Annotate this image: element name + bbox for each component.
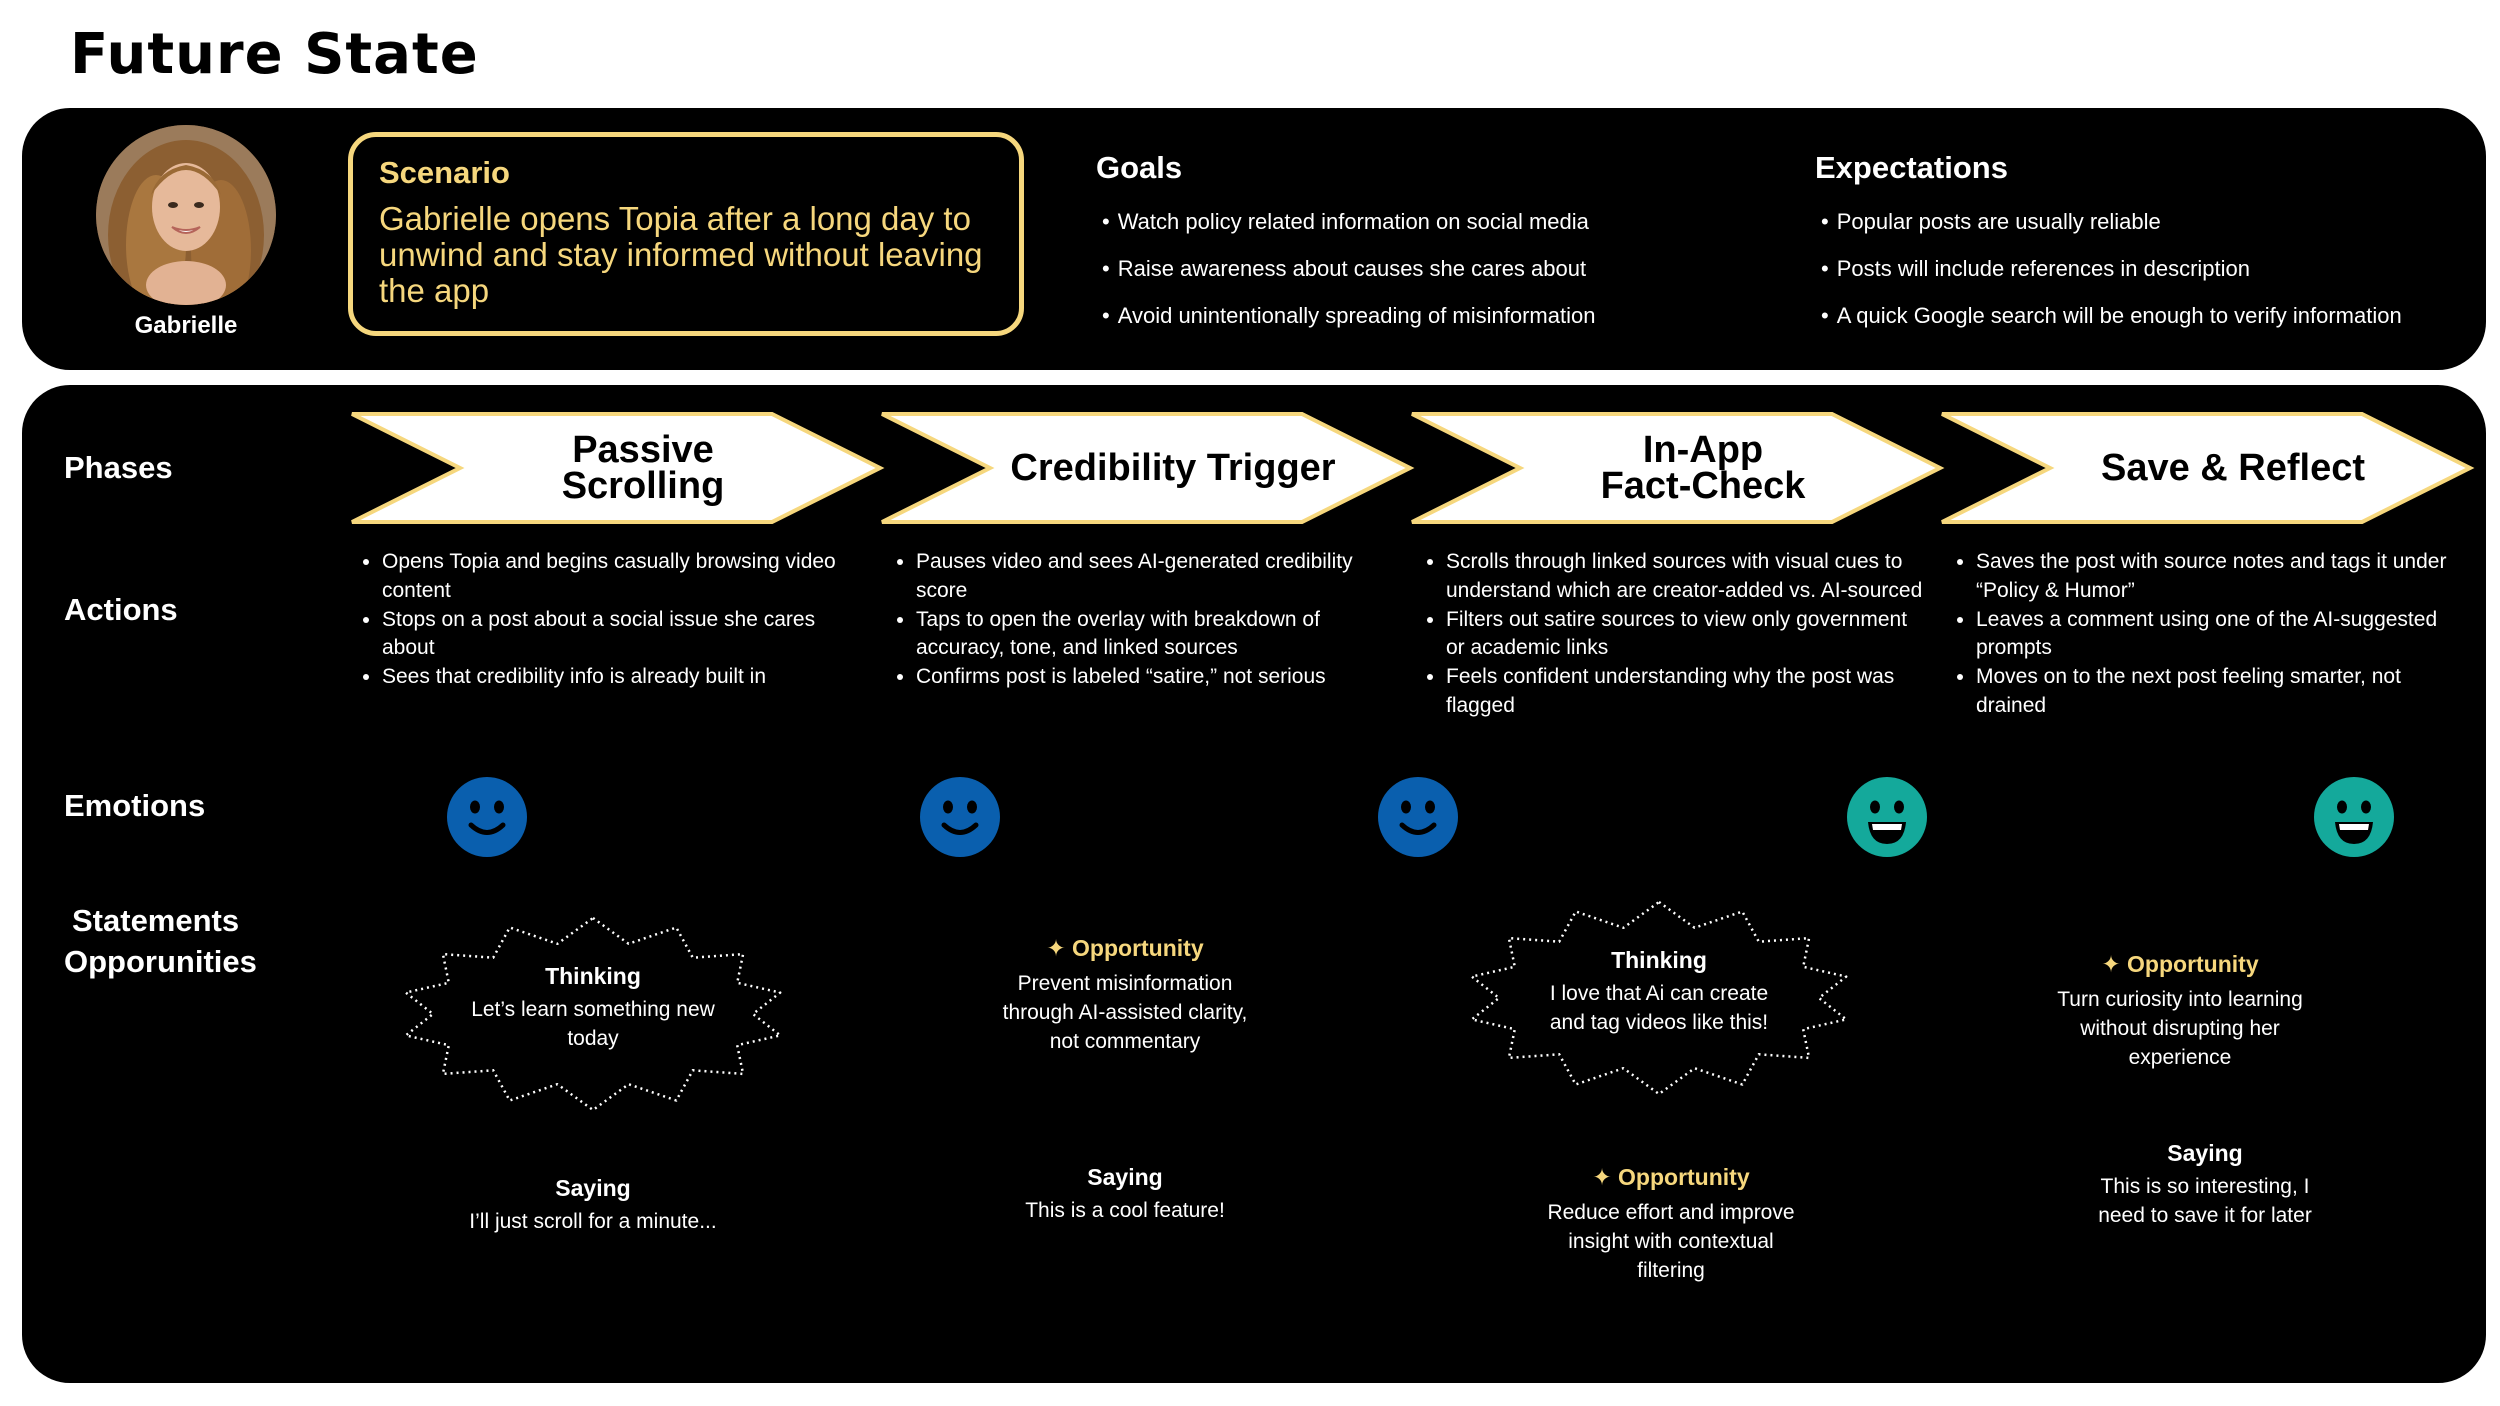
phase-label: Credibility Trigger	[1010, 447, 1336, 489]
opportunity-statement: ✦ Opportunity Prevent misinformation thr…	[1002, 935, 1248, 1053]
row-label-statements: Statements Opporunities	[64, 900, 257, 982]
expectations-section: Expectations Popular posts are usually r…	[1815, 150, 2402, 339]
row-label-statements-line2: Opporunities	[64, 944, 257, 979]
expectation-item: A quick Google search will be enough to …	[1815, 292, 2402, 339]
expectation-item: Posts will include references in descrip…	[1815, 245, 2402, 292]
action-item: Leaves a comment using one of the AI-sug…	[1976, 606, 2456, 664]
actions-list-in-app-fact-check: Scrolls through linked sources with visu…	[1414, 548, 1926, 721]
action-item: Sees that credibility info is already bu…	[382, 663, 862, 692]
smiley-face-icon	[919, 776, 1001, 858]
grinning-face-icon	[2313, 776, 2395, 858]
row-label-statements-line1: Statements	[72, 903, 240, 938]
goal-item: Avoid unintentionally spreading of misin…	[1096, 292, 1596, 339]
saying-statement: Saying I’ll just scroll for a minute...	[469, 1175, 717, 1233]
scenario-title: Scenario	[379, 155, 510, 190]
actions-list-credibility-trigger: Pauses video and sees AI-generated credi…	[884, 548, 1396, 692]
smiley-face-icon	[1377, 776, 1459, 858]
opportunity-statement: ✦ Opportunity Turn curiosity into learni…	[2057, 951, 2303, 1069]
persona-name: Gabrielle	[134, 312, 238, 339]
thinking-statement: Thinking I love that Ai can create and t…	[1549, 947, 1769, 1034]
grinning-face-icon	[1846, 776, 1928, 858]
scenario-card: Scenario Gabrielle opens Topia after a l…	[348, 132, 1024, 336]
persona-avatar	[96, 125, 276, 305]
goal-item: Watch policy related information on soci…	[1096, 198, 1595, 245]
phase-chevron-credibility-trigger: Credibility Trigger	[878, 410, 1418, 526]
action-item: Pauses video and sees AI-generated credi…	[916, 548, 1396, 606]
thinking-statement: Thinking Let’s learn something new today	[471, 963, 715, 1050]
action-item: Feels confident understanding why the po…	[1446, 663, 1926, 721]
action-item: Moves on to the next post feeling smarte…	[1976, 663, 2456, 721]
goals-section: Goals Watch policy related information o…	[1096, 150, 1595, 339]
row-label-actions: Actions	[64, 592, 178, 627]
action-item: Confirms post is labeled “satire,” not s…	[916, 663, 1396, 692]
page-title: Future State	[70, 22, 479, 87]
actions-list-passive-scrolling: Opens Topia and begins casually browsing…	[350, 548, 862, 692]
journey-map-panel	[22, 385, 2486, 1383]
action-item: Filters out satire sources to view only …	[1446, 606, 1926, 664]
saying-statement: Saying This is a cool feature!	[1025, 1164, 1225, 1222]
actions-list-save-reflect: Saves the post with source notes and tag…	[1944, 548, 2456, 721]
thought-burst-shape	[1470, 900, 1848, 1096]
action-item: Taps to open the overlay with breakdown …	[916, 606, 1396, 664]
phase-label: Save & Reflect	[2100, 447, 2365, 489]
action-item: Stops on a post about a social issue she…	[382, 606, 862, 664]
saying-statement: Saying This is so interesting, I need to…	[2098, 1140, 2312, 1227]
row-label-emotions: Emotions	[64, 788, 206, 823]
row-label-phases: Phases	[64, 450, 173, 485]
goal-item: Raise awareness about causes she cares a…	[1096, 245, 1595, 292]
action-item: Opens Topia and begins casually browsing…	[382, 548, 862, 606]
phase-chevron-save-reflect: Save & Reflect	[1938, 410, 2478, 526]
action-item: Scrolls through linked sources with visu…	[1446, 548, 1926, 606]
thought-burst-shape	[404, 916, 782, 1112]
smiley-face-icon	[446, 776, 528, 858]
expectation-item: Popular posts are usually reliable	[1815, 198, 2402, 245]
opportunity-statement: ✦ Opportunity Reduce effort and improve …	[1547, 1164, 1795, 1282]
action-item: Saves the post with source notes and tag…	[1976, 548, 2456, 606]
scenario-text: Gabrielle opens Topia after a long day t…	[379, 200, 983, 309]
expectations-title: Expectations	[1815, 150, 2008, 185]
goals-title: Goals	[1096, 150, 1183, 185]
